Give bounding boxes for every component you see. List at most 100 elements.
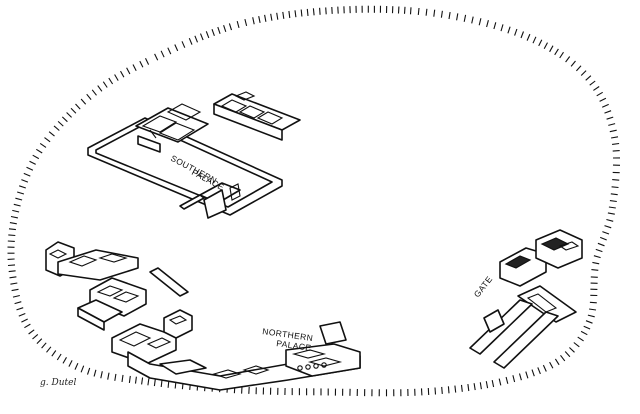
rampart-hatch-53 — [500, 24, 504, 32]
rampart-hatch-18 — [270, 13, 273, 21]
rampart-hatch-178 — [114, 373, 117, 381]
rampart-hatch-56 — [520, 31, 525, 39]
rampart-hatch-108 — [580, 330, 588, 336]
gate-complex: GATE — [469, 229, 583, 369]
rampart-hatch-98 — [591, 269, 599, 271]
rampart-hatch-212 — [10, 215, 19, 219]
rampart-hatch-74 — [604, 110, 612, 114]
rampart-hatch-230 — [66, 112, 72, 118]
rampart-hatch-71 — [596, 91, 603, 97]
rampart-hatch-196 — [18, 312, 26, 317]
rampart-hatch-104 — [589, 308, 597, 311]
rampart-hatch-225 — [44, 137, 51, 143]
rampart-hatch-80 — [612, 150, 620, 152]
rampart-hatch-94 — [597, 242, 605, 247]
rampart-hatch-109 — [577, 336, 584, 342]
rampart-hatch-202 — [9, 276, 17, 279]
rampart-hatch-133 — [434, 387, 437, 395]
rampart-hatch-24 — [306, 8, 309, 16]
rampart-hatch-42 — [417, 7, 420, 15]
rampart-hatch-23 — [300, 9, 303, 17]
rampart-hatch-60 — [543, 42, 548, 50]
rampart-hatch-93 — [599, 236, 607, 241]
rampart-hatch-229 — [61, 116, 68, 123]
rampart-hatch-57 — [526, 33, 531, 41]
rampart-hatch-78 — [611, 136, 619, 139]
rampart-hatch-85 — [611, 186, 619, 189]
rampart-hatch-180 — [100, 371, 103, 379]
rampart-hatch-198 — [14, 301, 22, 305]
rampart-hatch-7 — [199, 33, 204, 41]
rampart-hatch-120 — [518, 373, 522, 381]
rampart-hatch-220 — [26, 166, 34, 171]
rampart-hatch-175 — [134, 376, 137, 384]
rampart-hatch-59 — [538, 39, 543, 47]
northern-palace-label-2: PALACE — [276, 338, 312, 353]
artist-signature: g. Dutel — [40, 378, 76, 388]
rampart-hatch-62 — [554, 48, 559, 56]
rampart-hatch-187 — [56, 353, 62, 361]
rampart-hatch-70 — [593, 86, 600, 91]
rampart-hatch-88 — [608, 206, 616, 209]
rampart-hatch-181 — [93, 369, 97, 377]
rampart-hatch-113 — [560, 354, 566, 362]
rampart-hatch-128 — [467, 384, 470, 392]
rampart-hatch-221 — [29, 160, 36, 165]
rampart-hatch-17 — [264, 14, 267, 22]
rampart-hatch-185 — [68, 360, 73, 367]
rampart-hatch-47 — [456, 13, 459, 21]
rampart-hatch-87 — [609, 200, 617, 203]
rampart-hatch-131 — [447, 386, 450, 394]
rampart-hatch-118 — [531, 369, 535, 377]
rampart-hatch-127 — [473, 383, 476, 391]
rampart-hatch-20 — [282, 11, 285, 19]
rampart-hatch-4 — [181, 41, 186, 48]
rampart-hatch-197 — [16, 307, 24, 311]
rampart-hatch-8 — [205, 31, 210, 39]
rampart-hatch-21 — [288, 10, 291, 19]
rampart-hatch-236 — [97, 85, 103, 92]
rampart-hatch-130 — [454, 385, 457, 393]
rampart-hatch-45 — [440, 10, 443, 18]
rampart-hatch-174 — [141, 377, 144, 385]
rampart-hatch-12 — [228, 23, 233, 31]
rampart-hatch-115 — [549, 361, 554, 369]
rampart-hatch-204 — [7, 264, 16, 267]
rampart-hatch-214 — [13, 203, 21, 207]
rampart-hatch-191 — [36, 338, 43, 344]
rampart-hatch-58 — [532, 36, 537, 44]
rampart-hatch-49 — [471, 16, 474, 24]
rampart-hatch-177 — [121, 374, 124, 382]
rampart-hatch-186 — [62, 357, 67, 364]
rampart-hatch-117 — [537, 367, 541, 375]
southern-palace: SOUTHERN PALACE — [87, 91, 301, 219]
rampart-hatch-224 — [39, 142, 47, 148]
rampart-hatch-126 — [479, 382, 482, 390]
rampart-hatch-14 — [244, 18, 248, 27]
rampart-hatch-54 — [507, 26, 511, 34]
rampart-hatch-25 — [312, 8, 315, 16]
rampart-hatch-232 — [75, 103, 81, 110]
rampart-hatch-189 — [46, 346, 52, 353]
rampart-hatch-26 — [319, 7, 321, 15]
rampart-hatch-238 — [108, 77, 114, 85]
rampart-hatch-110 — [573, 342, 580, 348]
rampart-hatch-234 — [86, 93, 92, 100]
rampart-hatch-235 — [91, 89, 97, 96]
rampart-hatch-195 — [21, 318, 28, 323]
rampart-hatch-75 — [606, 116, 614, 120]
rampart-hatch-171 — [160, 379, 163, 388]
rampart-hatch-66 — [575, 65, 582, 72]
rampart-hatch-89 — [607, 212, 615, 215]
rampart-hatch-90 — [606, 218, 614, 222]
rampart-hatch-103 — [589, 301, 597, 304]
rampart-hatch-76 — [608, 123, 616, 126]
rampart-hatch-63 — [559, 51, 564, 59]
gate-label: GATE — [472, 274, 495, 299]
rampart-hatch-43 — [425, 8, 428, 16]
rampart-hatch-132 — [441, 386, 443, 394]
rampart-hatch-233 — [80, 98, 87, 105]
rampart-hatch-172 — [153, 379, 156, 387]
rampart-hatch-68 — [585, 75, 592, 81]
